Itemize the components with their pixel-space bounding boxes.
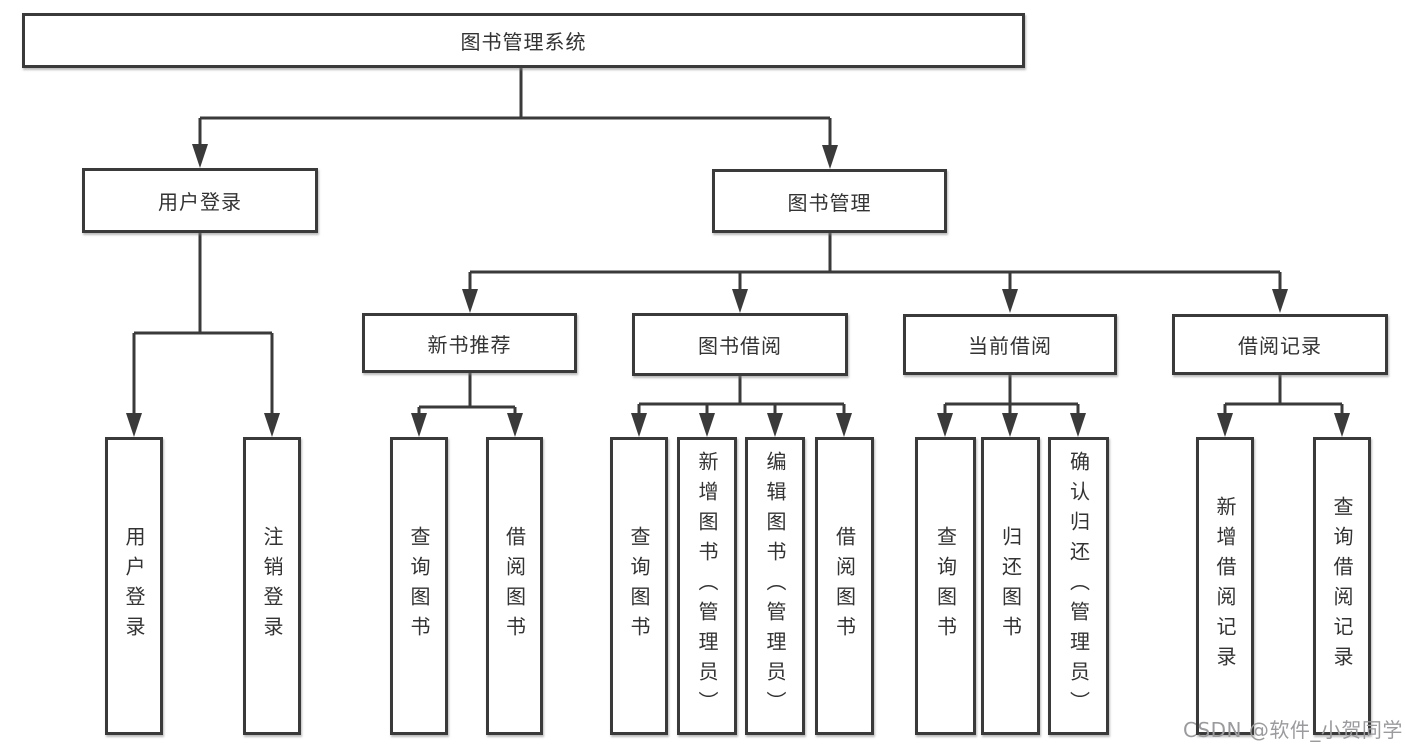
leaf-add-borrow-record: 新增借阅记录 [1196,437,1254,735]
node-current-borrowing: 当前借阅 [903,314,1117,375]
leaf-query-books-2-label: 查询图书 [627,526,651,646]
node-root-label: 图书管理系统 [460,30,587,54]
leaf-borrow-books-1-label: 借阅图书 [502,526,527,646]
node-borrowing-records: 借阅记录 [1172,314,1388,375]
leaf-query-books-2: 查询图书 [610,437,668,735]
leaf-query-borrow-record: 查询借阅记录 [1313,437,1371,735]
leaf-return-books: 归还图书 [981,437,1040,735]
leaf-edit-books-admin: 编辑图书（管理员） [745,437,805,735]
node-new-book-recommend-label: 新书推荐 [427,332,512,357]
leaf-query-books-1-label: 查询图书 [407,526,431,646]
node-book-management-label: 图书管理 [787,190,872,215]
node-user-login: 用户登录 [82,168,318,233]
leaf-query-books-1: 查询图书 [390,437,448,735]
leaf-return-books-label: 归还图书 [998,526,1023,646]
leaf-query-books-3-label: 查询图书 [933,526,958,646]
leaf-query-borrow-record-label: 查询借阅记录 [1330,496,1354,676]
node-new-book-recommend: 新书推荐 [362,313,577,373]
leaf-query-books-3: 查询图书 [915,437,976,735]
leaf-logout-label: 注销登录 [260,526,284,646]
node-current-borrowing-label: 当前借阅 [968,334,1052,358]
node-root: 图书管理系统 [22,13,1025,68]
leaf-confirm-return-admin-label: 确认归还（管理员） [1066,451,1091,721]
node-book-borrowing-label: 图书借阅 [698,334,782,358]
leaf-borrow-books-2-label: 借阅图书 [832,526,857,646]
leaf-add-borrow-record-label: 新增借阅记录 [1213,496,1237,676]
leaf-user-login-label: 用户登录 [122,526,146,646]
leaf-borrow-books-2: 借阅图书 [815,437,874,735]
node-book-management: 图书管理 [712,169,947,233]
leaf-user-login: 用户登录 [105,437,163,735]
leaf-edit-books-admin-label: 编辑图书（管理员） [763,451,787,721]
node-book-borrowing: 图书借阅 [632,313,848,376]
leaf-borrow-books-1: 借阅图书 [486,437,543,735]
leaf-confirm-return-admin: 确认归还（管理员） [1048,437,1109,735]
arrowheads [126,144,1350,437]
leaf-add-books-admin: 新增图书（管理员） [677,437,737,735]
leaf-logout: 注销登录 [243,437,301,735]
node-user-login-label: 用户登录 [158,190,242,214]
node-borrowing-records-label: 借阅记录 [1238,334,1322,358]
watermark: CSDN @软件_小贺同学 [1183,718,1403,742]
leaf-add-books-admin-label: 新增图书（管理员） [695,451,719,721]
